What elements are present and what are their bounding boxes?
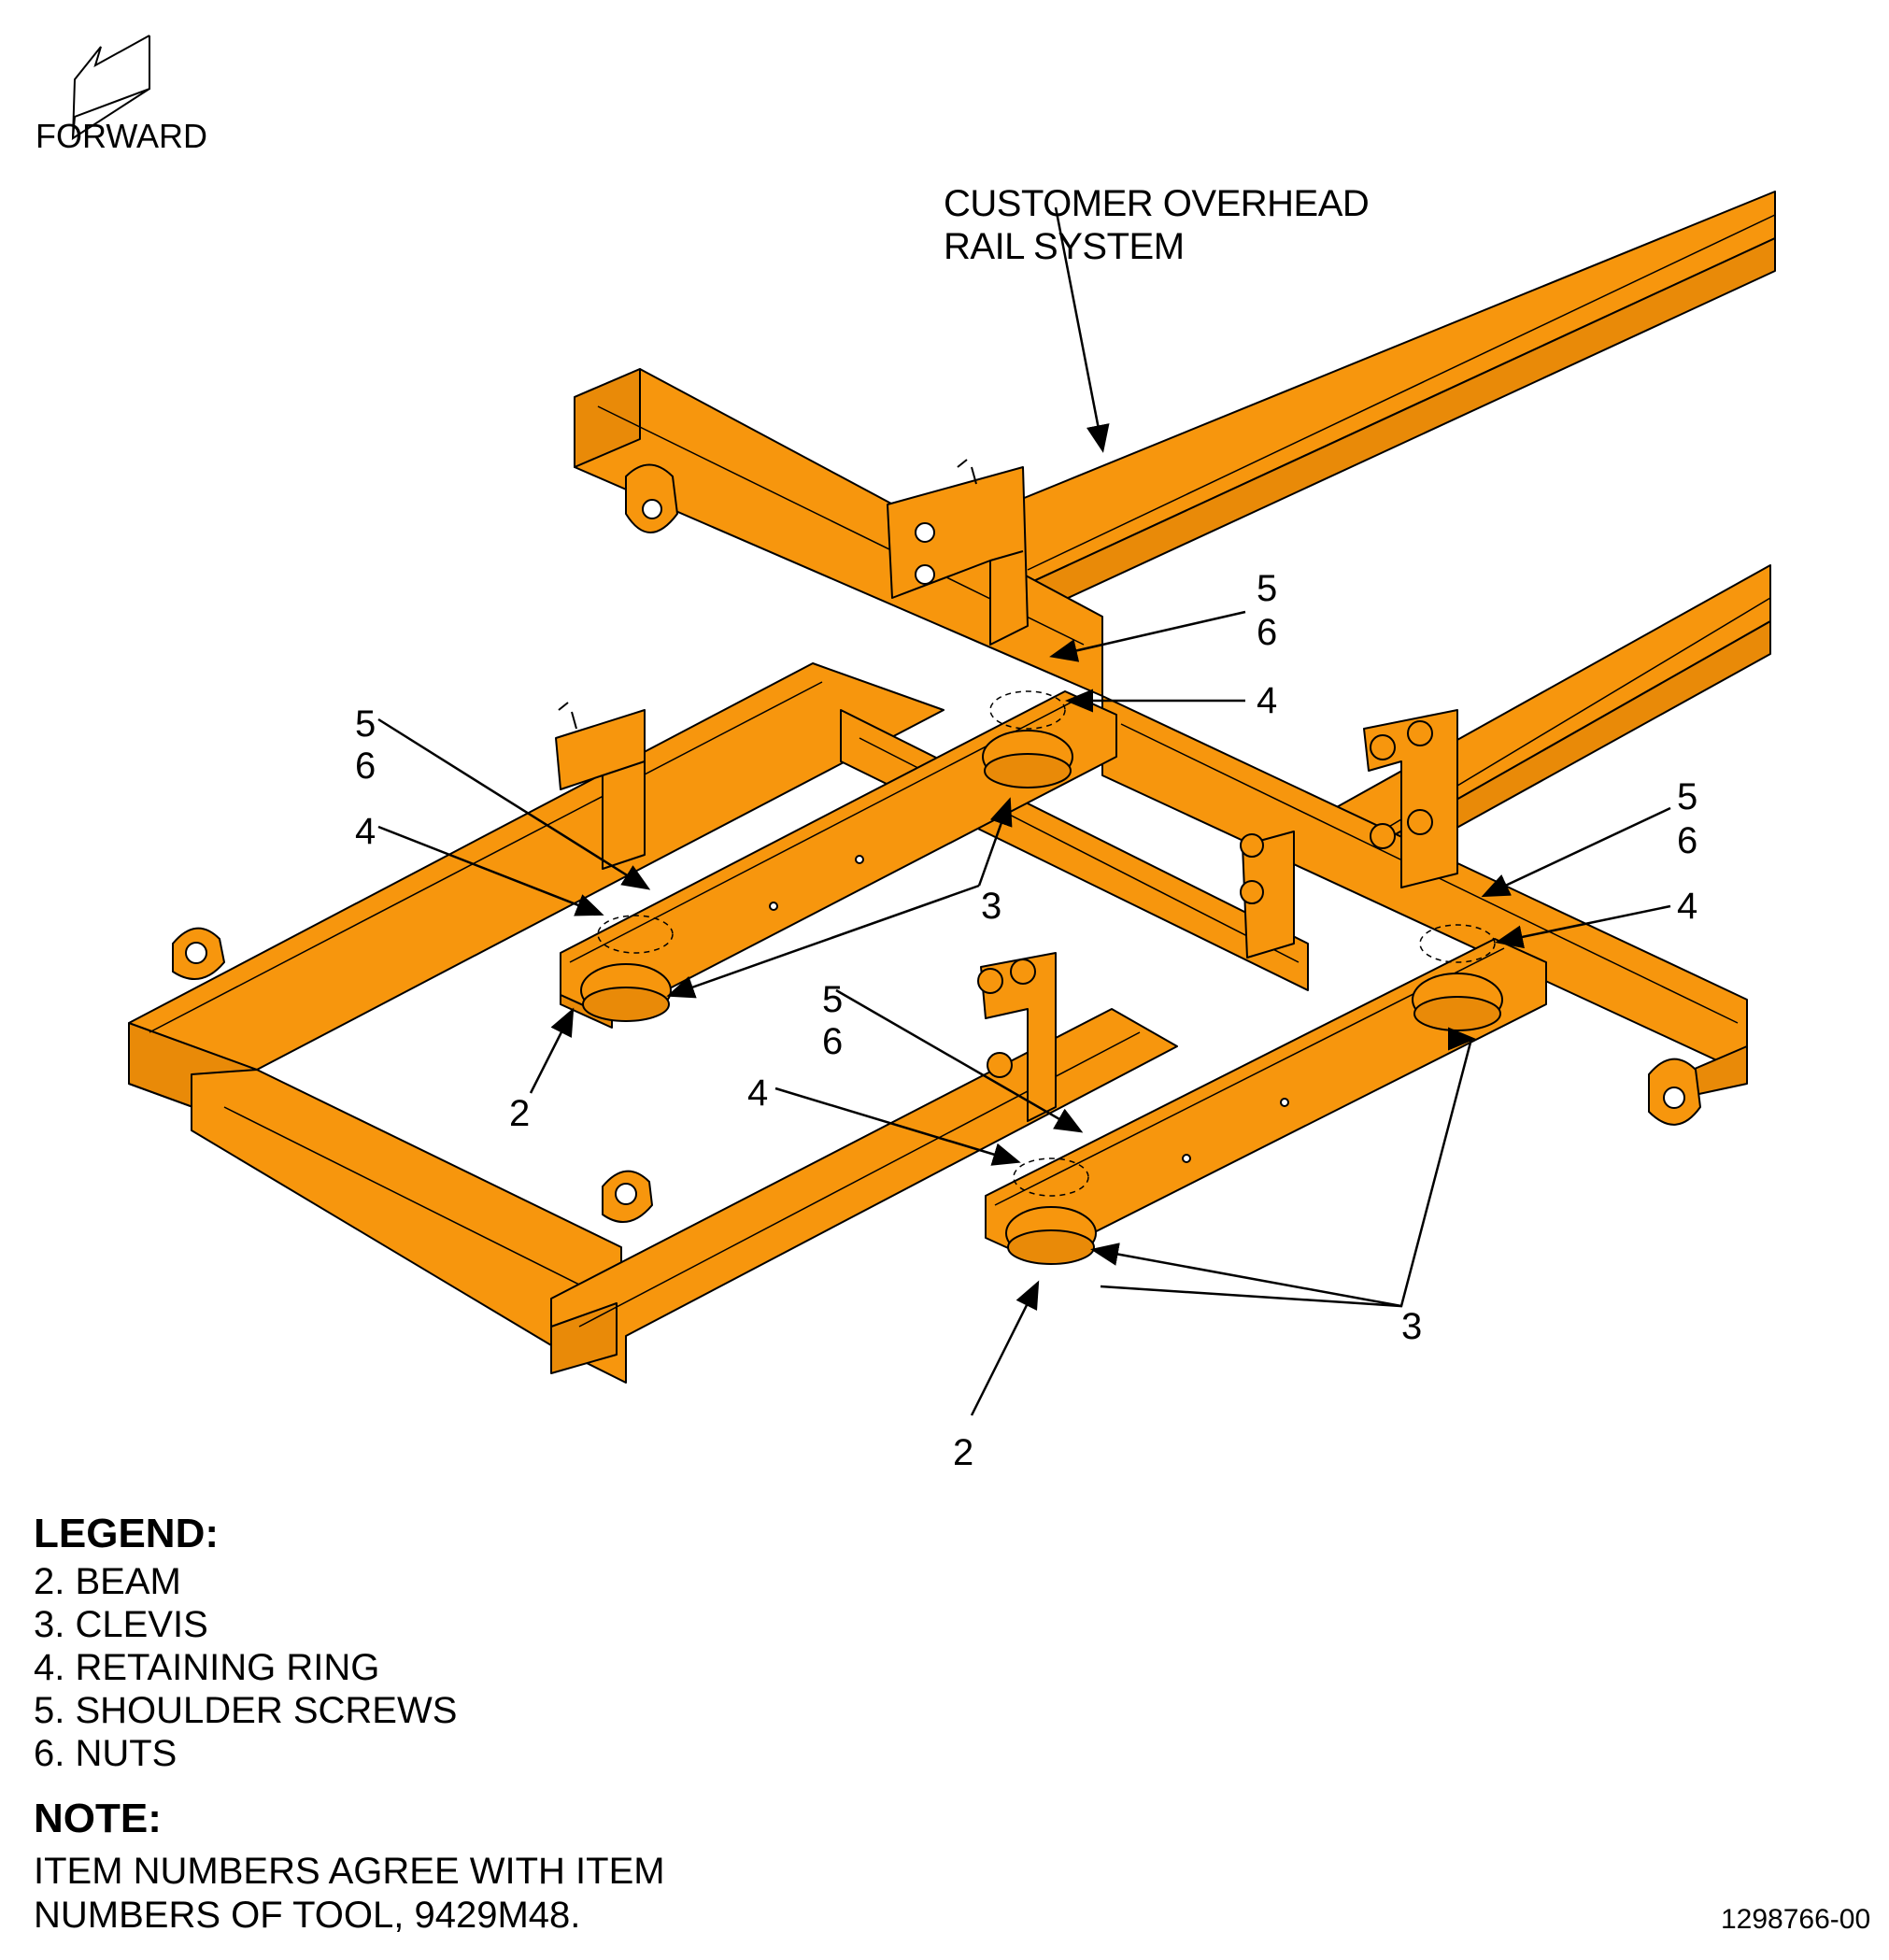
lifting-lug-rear-left: [625, 463, 678, 533]
callout-shoulder-screw-lower: 5: [822, 979, 844, 1020]
clevis-upper-right: [982, 730, 1073, 788]
callout-retaining-ring-lower: 4: [747, 1072, 769, 1114]
lifting-lug-front: [602, 1170, 653, 1223]
note-line-2: NUMBERS OF TOOL, 9429M48.: [34, 1895, 581, 1936]
hanger-bracket-upper: [887, 459, 1029, 646]
callout-retaining-ring-upper: 4: [1257, 680, 1278, 721]
rail-system-label-line2: RAIL SYSTEM: [944, 226, 1185, 267]
rail-system-label-line1: CUSTOMER OVERHEAD: [944, 183, 1370, 224]
hanger-bracket-left: [555, 702, 646, 870]
note-line-1: ITEM NUMBERS AGREE WITH ITEM: [34, 1851, 665, 1892]
lower-frame: [128, 662, 1309, 1384]
drawing-id: 1298766-00: [1721, 1904, 1871, 1935]
callout-shoulder-screw-right: 5: [1677, 776, 1698, 817]
legend-title: LEGEND:: [34, 1511, 219, 1556]
overhead-rail-upper: [966, 191, 1776, 618]
clevis-upper-left: [580, 963, 672, 1022]
clevis-lower-right: [1412, 973, 1503, 1031]
hanger-bracket-lower: [977, 952, 1057, 1122]
callout-nut-right: 6: [1677, 820, 1698, 861]
callout-beam-left: 2: [509, 1093, 531, 1134]
callout-retaining-ring-left: 4: [355, 811, 376, 852]
callout-nut-lower: 6: [822, 1021, 844, 1062]
callout-shoulder-screw-upper: 5: [1257, 568, 1278, 609]
upper-cross-beam: [574, 368, 1748, 1099]
overhead-rail-lower: [1326, 564, 1771, 874]
callout-shoulder-screw-left: 5: [355, 703, 376, 745]
forward-label: FORWARD: [36, 117, 207, 155]
clevis-lower-left: [1005, 1206, 1097, 1265]
callout-beam-lower: 2: [953, 1432, 974, 1473]
note-title: NOTE:: [34, 1796, 162, 1841]
assembly-illustration: [71, 35, 1776, 1416]
legend-item-clevis: 3. CLEVIS: [34, 1604, 208, 1645]
legend-item-beam: 2. BEAM: [34, 1561, 181, 1602]
callout-retaining-ring-right: 4: [1677, 886, 1698, 927]
legend-item-shoulder-screws: 5. SHOULDER SCREWS: [34, 1690, 458, 1731]
beam-lower: [985, 924, 1547, 1262]
callout-clevis-lower: 3: [1401, 1306, 1423, 1347]
hanger-bracket-center: [1240, 831, 1295, 959]
callout-nut-upper: 6: [1257, 612, 1278, 653]
lifting-lug-right: [1648, 1058, 1701, 1126]
callout-clevis-upper: 3: [981, 886, 1002, 927]
legend-item-retaining-ring: 4. RETAINING RING: [34, 1647, 380, 1688]
legend-item-nuts: 6. NUTS: [34, 1733, 178, 1774]
hanger-bracket-right: [1363, 709, 1458, 888]
lifting-lug-left: [172, 927, 225, 980]
callout-nut-left: 6: [355, 746, 376, 787]
forward-arrow-icon: [71, 35, 150, 140]
leader-lines: [377, 206, 1671, 1416]
